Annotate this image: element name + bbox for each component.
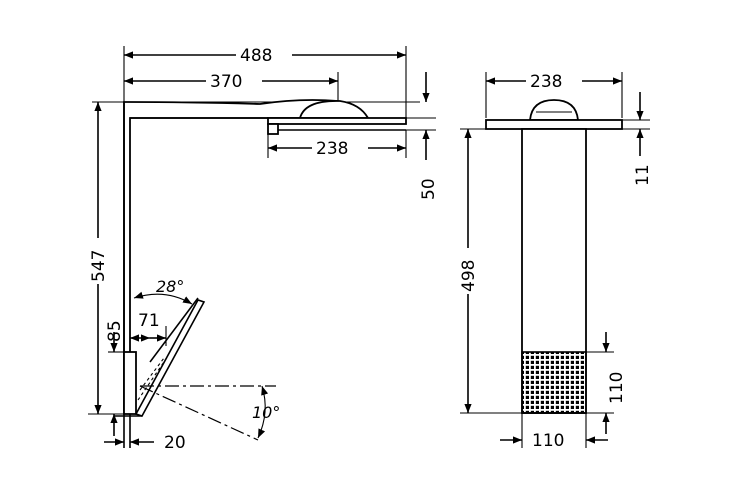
shower-head-plate bbox=[267, 117, 407, 125]
front-grille bbox=[521, 351, 587, 414]
shower-head bbox=[267, 123, 279, 135]
label-width-total: 488 bbox=[240, 46, 272, 66]
label-base-width: 20 bbox=[164, 433, 186, 453]
label-height-total: 547 bbox=[89, 250, 109, 282]
label-body-width: 110 bbox=[532, 431, 564, 451]
side-view: 28° 10° 488 370 238 50 547 bbox=[88, 45, 439, 453]
lever bbox=[134, 299, 206, 417]
label-lever-offset: 71 bbox=[138, 311, 160, 331]
front-plate bbox=[485, 119, 623, 130]
label-lever-height: 85 bbox=[105, 320, 125, 342]
spout-dome bbox=[298, 100, 370, 119]
label-head-thickness: 50 bbox=[419, 178, 439, 200]
label-down-angle: 10° bbox=[252, 403, 280, 422]
lever-base bbox=[123, 351, 137, 415]
front-view: 238 11 498 110 110 bbox=[458, 71, 653, 451]
label-width-spout: 370 bbox=[210, 72, 242, 92]
label-lever-angle: 28° bbox=[156, 277, 184, 296]
label-grille-height: 110 bbox=[607, 372, 627, 404]
front-dome bbox=[529, 99, 579, 121]
label-plate-thickness: 11 bbox=[633, 164, 653, 186]
label-head-width-side: 238 bbox=[316, 139, 348, 159]
label-head-width-front: 238 bbox=[530, 72, 562, 92]
label-body-height: 498 bbox=[459, 260, 479, 292]
